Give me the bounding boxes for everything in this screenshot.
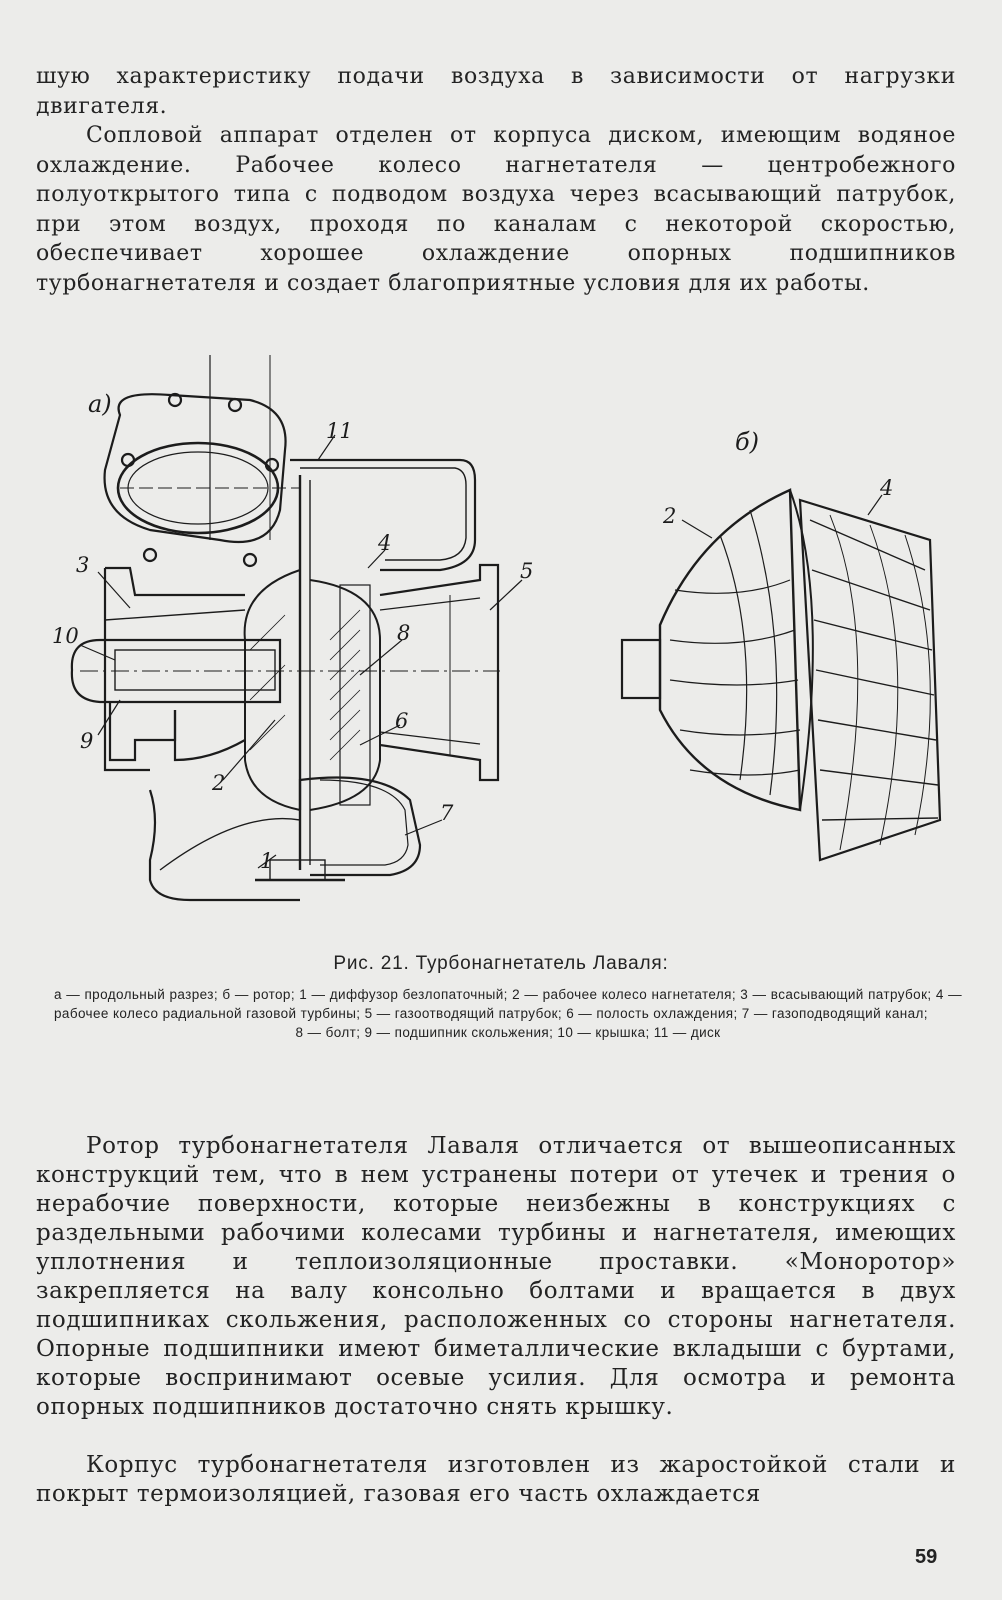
paragraph-rotor: Ротор турбонагнетателя Лаваля отличается… bbox=[36, 1133, 956, 1420]
figure-legend-last: 8 — болт; 9 — подшипник скольжения; 10 —… bbox=[295, 1025, 721, 1040]
label-a-3: 3 bbox=[76, 553, 89, 577]
label-a-11: 11 bbox=[326, 419, 353, 443]
figure-legend-main: а — продольный разрез; б — ротор; 1 — ди… bbox=[54, 987, 962, 1021]
label-a-9: 9 bbox=[80, 729, 93, 753]
label-a-10: 10 bbox=[52, 624, 79, 648]
paragraph-housing: Корпус турбонагнетателя изготовлен из жа… bbox=[36, 1452, 956, 1507]
paragraph-nozzle-apparatus: Сопловой аппарат отделен от корпуса диск… bbox=[36, 123, 956, 296]
panel-b-label: б) bbox=[735, 428, 759, 456]
figure-legend: а — продольный разрез; б — ротор; 1 — ди… bbox=[54, 985, 962, 1042]
label-a-5: 5 bbox=[520, 559, 533, 583]
figure-drawing: а) 1 2 3 4 5 6 7 8 9 10 11 bbox=[52, 355, 942, 902]
label-a-4: 4 bbox=[377, 531, 391, 555]
label-a-6: 6 bbox=[395, 709, 408, 733]
figure-turbocharger: а) 1 2 3 4 5 6 7 8 9 10 11 bbox=[0, 340, 1002, 950]
label-b-2: 2 bbox=[662, 504, 676, 528]
label-a-8: 8 bbox=[397, 621, 410, 645]
panel-a-label: а) bbox=[88, 390, 112, 418]
paragraph-continuation: шую характеристику подачи воздуха в зави… bbox=[36, 64, 956, 119]
label-b-4: 4 bbox=[879, 476, 893, 500]
label-a-1: 1 bbox=[260, 849, 273, 873]
figure-caption-title: Рис. 21. Турбонагнетатель Лаваля: bbox=[333, 953, 669, 974]
label-a-7: 7 bbox=[440, 801, 454, 825]
page-number: 59 bbox=[915, 1546, 938, 1568]
label-a-2: 2 bbox=[211, 771, 225, 795]
panel-b-rotor-drawing bbox=[620, 488, 942, 862]
panel-a-section-drawing bbox=[70, 355, 523, 902]
